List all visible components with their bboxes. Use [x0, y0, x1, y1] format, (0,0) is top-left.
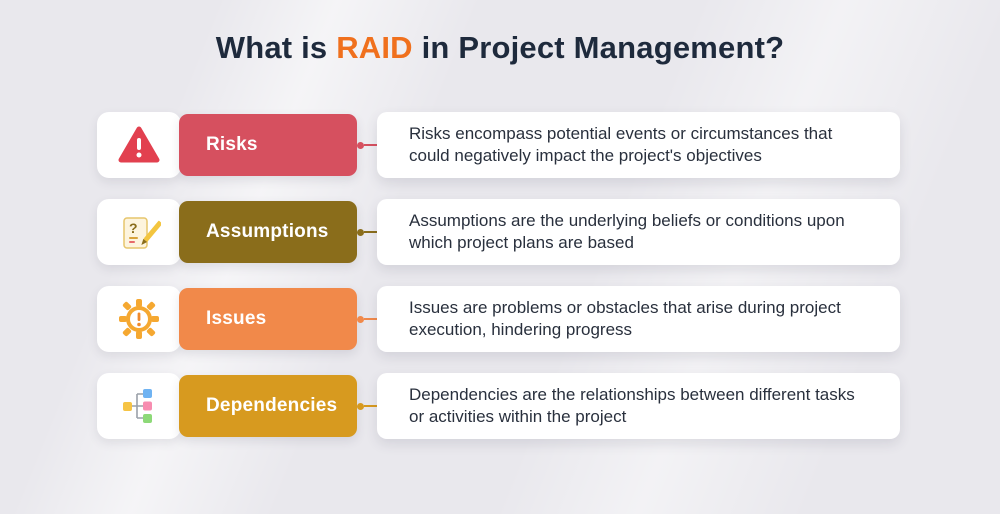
title-highlight: RAID	[336, 30, 413, 65]
dependency-tree-icon	[97, 373, 181, 439]
risks-label-pill: Risks	[179, 114, 357, 176]
issues-description: Issues are problems or obstacles that ar…	[409, 297, 841, 339]
svg-text:?: ?	[129, 220, 138, 236]
issues-label: Issues	[206, 308, 267, 329]
dependencies-description: Dependencies are the relationships betwe…	[409, 384, 855, 426]
connector-line	[357, 315, 377, 323]
warning-triangle-icon	[97, 112, 181, 178]
raid-rows: Risks Risks encompass potential events o…	[0, 112, 1000, 439]
raid-row-assumptions: ? Assumptions Assumptions are the underl…	[97, 199, 900, 265]
raid-row-risks: Risks Risks encompass potential events o…	[97, 112, 900, 178]
dependencies-description-card: Dependencies are the relationships betwe…	[377, 373, 900, 439]
title-prefix: What is	[215, 30, 337, 65]
dependencies-label-pill: Dependencies	[179, 375, 357, 437]
issues-description-card: Issues are problems or obstacles that ar…	[377, 286, 900, 352]
connector-line	[357, 141, 377, 149]
question-note-icon: ?	[97, 199, 181, 265]
assumptions-description: Assumptions are the underlying beliefs o…	[409, 210, 845, 252]
gear-alert-icon	[97, 286, 181, 352]
assumptions-description-card: Assumptions are the underlying beliefs o…	[377, 199, 900, 265]
connector-line	[357, 402, 377, 410]
page-title: What is RAID in Project Management?	[0, 0, 1000, 66]
raid-row-issues: Issues Issues are problems or obstacles …	[97, 286, 900, 352]
connector-line	[357, 228, 377, 236]
assumptions-label-pill: Assumptions	[179, 201, 357, 263]
risks-description-card: Risks encompass potential events or circ…	[377, 112, 900, 178]
raid-row-dependencies: Dependencies Dependencies are the relati…	[97, 373, 900, 439]
dependencies-label: Dependencies	[206, 395, 338, 416]
risks-label: Risks	[206, 134, 258, 155]
issues-label-pill: Issues	[179, 288, 357, 350]
title-suffix: in Project Management?	[412, 30, 785, 65]
risks-description: Risks encompass potential events or circ…	[409, 123, 833, 165]
assumptions-label: Assumptions	[206, 221, 329, 242]
